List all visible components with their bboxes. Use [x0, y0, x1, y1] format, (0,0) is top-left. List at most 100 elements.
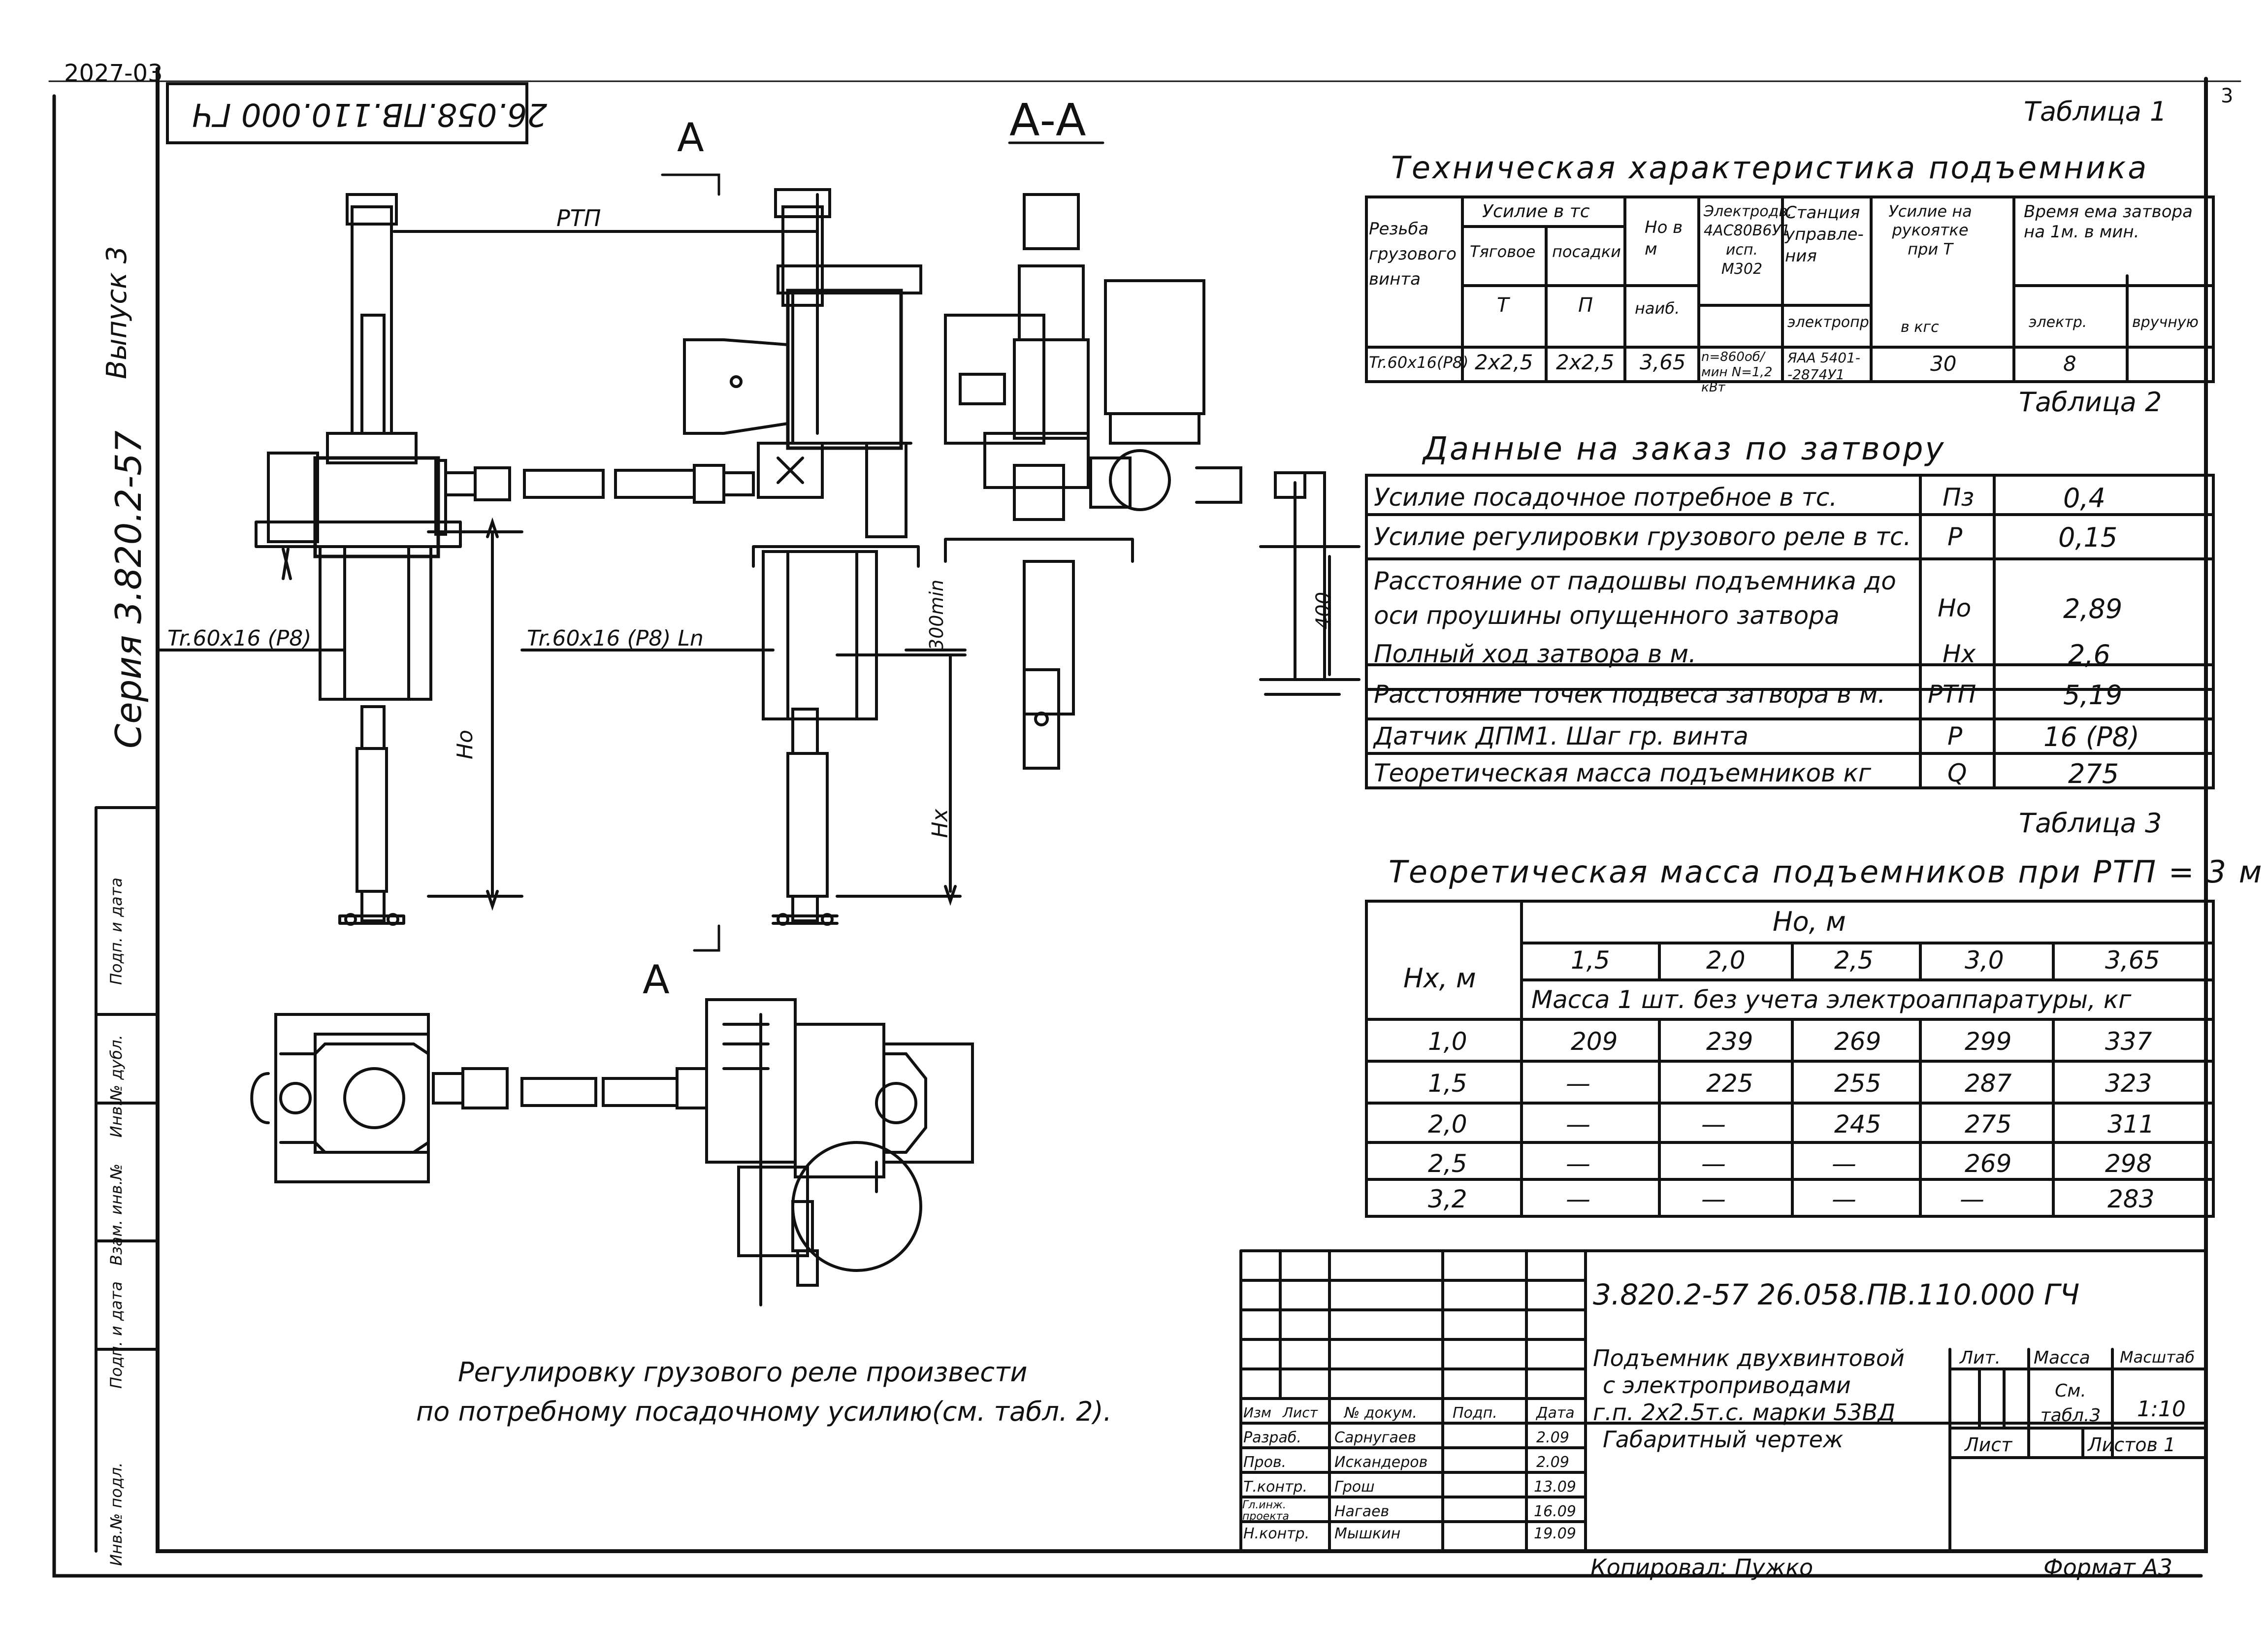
tb-sheet-label: Лист	[1965, 1434, 2012, 1456]
tb-copied: Копировал: Пужко	[1590, 1554, 1814, 1581]
tb-date-2: 2.09	[1536, 1454, 1569, 1471]
t3-r2-c4: 287	[1965, 1069, 2012, 1098]
t1-h-landing-sym: П	[1578, 294, 1593, 317]
section-view-unit	[944, 193, 1361, 770]
t1-h-thread: Резьба грузового винта	[1369, 219, 1457, 289]
t1-h-handle-sub: в кгс	[1901, 319, 1939, 336]
strip-label-4: Инв.№ дубл.	[107, 1035, 126, 1138]
thread-mid-label: Tr.60x16 (Р8) Ln	[527, 626, 704, 651]
table3-caption: Таблица 3	[2019, 808, 2162, 839]
issue-label: Выпуск 3	[101, 246, 133, 379]
t3-r3-c4: 275	[1965, 1110, 2012, 1139]
t3-r5-c2: —	[1701, 1185, 1726, 1213]
t2-row4-val: 2,6	[2068, 639, 2110, 670]
tb-h-date: Дата	[1536, 1404, 1575, 1422]
t3-col-3: 2,5	[1834, 946, 1874, 975]
tb-role-2: Пров.	[1243, 1454, 1287, 1471]
strip-label-5: Подп. и дата	[107, 878, 126, 985]
tb-name-2: Искандеров	[1334, 1454, 1428, 1471]
t1-h-time-sub1: электр.	[2029, 314, 2087, 331]
t3-col-1: 1,5	[1571, 946, 1610, 975]
table1-frame	[1365, 195, 2215, 383]
table2-frame	[1365, 474, 2215, 789]
note-line-1: Регулировку грузового реле произвести	[458, 1357, 1028, 1388]
tb-date-1: 2.09	[1536, 1429, 1569, 1446]
note-line-2: по потребному посадочному усилию(см. таб…	[416, 1396, 1112, 1427]
t1-h-handle: Усилие на рукоятке при Т	[1888, 202, 1972, 259]
t3-r5-hx: 3,2	[1428, 1185, 1467, 1213]
table2-title: Данные на заказ по затвору	[1423, 431, 1946, 467]
t1-h-ho-sub: наиб.	[1635, 299, 1680, 318]
section-title: А-А	[1009, 95, 1086, 146]
t2-row5-label: Расстояние точек подвеса затвора в м.	[1374, 680, 1886, 709]
tb-h-sign: Подп.	[1453, 1404, 1497, 1422]
t2-row3-label: Расстояние от падошвы подъемника до оси …	[1374, 567, 1896, 630]
strip-label-1: Инв.№ подл.	[107, 1462, 126, 1566]
t1-h-station: Станция управле- ния	[1785, 203, 1864, 266]
t1-h-traction-sym: Т	[1497, 294, 1509, 317]
t2-row6-val: 16 (Р8)	[2043, 721, 2139, 752]
t3-r3-c3: 245	[1834, 1110, 1881, 1139]
t3-r5-c5: 283	[2107, 1185, 2155, 1213]
t3-r3-c1: —	[1566, 1110, 1590, 1139]
t3-r1-c2: 239	[1706, 1027, 1753, 1056]
t1-motor: n=860об/мин N=1,2 кВт	[1701, 350, 1773, 395]
t1-handle: 30	[1930, 352, 1957, 376]
t1-ho: 3,65	[1640, 350, 1686, 374]
t1-traction: 2x2,5	[1475, 350, 1533, 374]
t3-subheader: Масса 1 шт. без учета электроаппаратуры,…	[1531, 985, 2132, 1014]
table3-frame	[1365, 900, 2215, 1218]
t1-station: ЯАА 5401- -2874У1	[1787, 350, 1861, 383]
t1-landing: 2x2,5	[1556, 350, 1615, 374]
t2-row4-sym: Нх	[1943, 640, 1976, 668]
t3-r1-c4: 299	[1965, 1027, 2012, 1056]
t2-row1-sym: Пз	[1943, 483, 1975, 512]
t3-r3-c2: —	[1701, 1110, 1726, 1139]
tb-date-5: 19.09	[1534, 1525, 1576, 1542]
t1-h-landing: посадки	[1552, 242, 1621, 261]
tb-role-4: Гл.инж. проекта	[1242, 1499, 1289, 1523]
t3-col-5: 3,65	[2105, 946, 2160, 975]
tb-role-1: Разраб.	[1243, 1429, 1301, 1446]
tb-code: 3.820.2-57 26.058.ПВ.110.000 ГЧ	[1593, 1278, 2080, 1311]
tb-role-3: Т.контр.	[1243, 1478, 1308, 1496]
t3-r3-c5: 311	[2107, 1110, 2155, 1139]
t2-row7-val: 275	[2068, 758, 2119, 789]
ho-label: Но	[453, 729, 478, 760]
t2-row5-sym: РТП	[1928, 680, 1976, 709]
t2-row4-label: Полный ход затвора в м.	[1374, 640, 1697, 668]
tb-title-3: г.п. 2x2.5т.с. марки 53ВД	[1593, 1399, 1896, 1426]
left-hoist-unit	[156, 193, 819, 926]
t3-r2-c2: 225	[1706, 1069, 1753, 1098]
t1-thread: Tr.60x16(Р8)	[1369, 353, 1469, 372]
t2-row2-val: 0,15	[2058, 522, 2118, 553]
t1-h-force: Усилие в тс	[1482, 201, 1590, 222]
t2-row7-sym: Q	[1947, 759, 1967, 787]
tb-mass-label: Масса	[2034, 1348, 2090, 1368]
t3-r4-c3: —	[1832, 1149, 1856, 1178]
t1-h-time-sub2: вручную	[2132, 314, 2199, 331]
tb-h-list: Лист	[1283, 1404, 1318, 1421]
t3-r1-hx: 1,0	[1428, 1027, 1467, 1056]
strip-label-2: Подп. и дата	[107, 1281, 126, 1389]
t3-r4-c2: —	[1701, 1149, 1726, 1178]
table3-title: Теоретическая масса подъемников при РТП …	[1389, 854, 2264, 890]
tb-format: Формат А3	[2043, 1554, 2172, 1581]
t3-row-header: Нх, м	[1403, 963, 1476, 994]
tb-title-1: Подъемник двухвинтовой	[1593, 1345, 1905, 1371]
t2-row7-label: Теоретическая масса подъемников кг	[1374, 759, 1871, 787]
rotated-stamp: 26.058.ПВ.110.000 ГЧ	[192, 96, 548, 132]
middle-hoist-unit	[683, 188, 967, 926]
t1-h-station-sub: электропр.	[1787, 314, 1874, 331]
t3-r5-c3: —	[1832, 1185, 1856, 1213]
strip-label-3: Взам. инв.№	[107, 1163, 126, 1266]
t3-r2-c1: —	[1566, 1069, 1590, 1098]
plan-view-unit	[250, 998, 974, 1306]
tb-lit: Лит.	[1960, 1348, 2001, 1368]
t3-r2-c3: 255	[1834, 1069, 1881, 1098]
section-mark-a: А	[677, 115, 704, 161]
tb-name-3: Грош	[1334, 1478, 1375, 1496]
table1-caption: Таблица 1	[2024, 96, 2167, 127]
t2-row3-sym: Но	[1938, 594, 1972, 622]
